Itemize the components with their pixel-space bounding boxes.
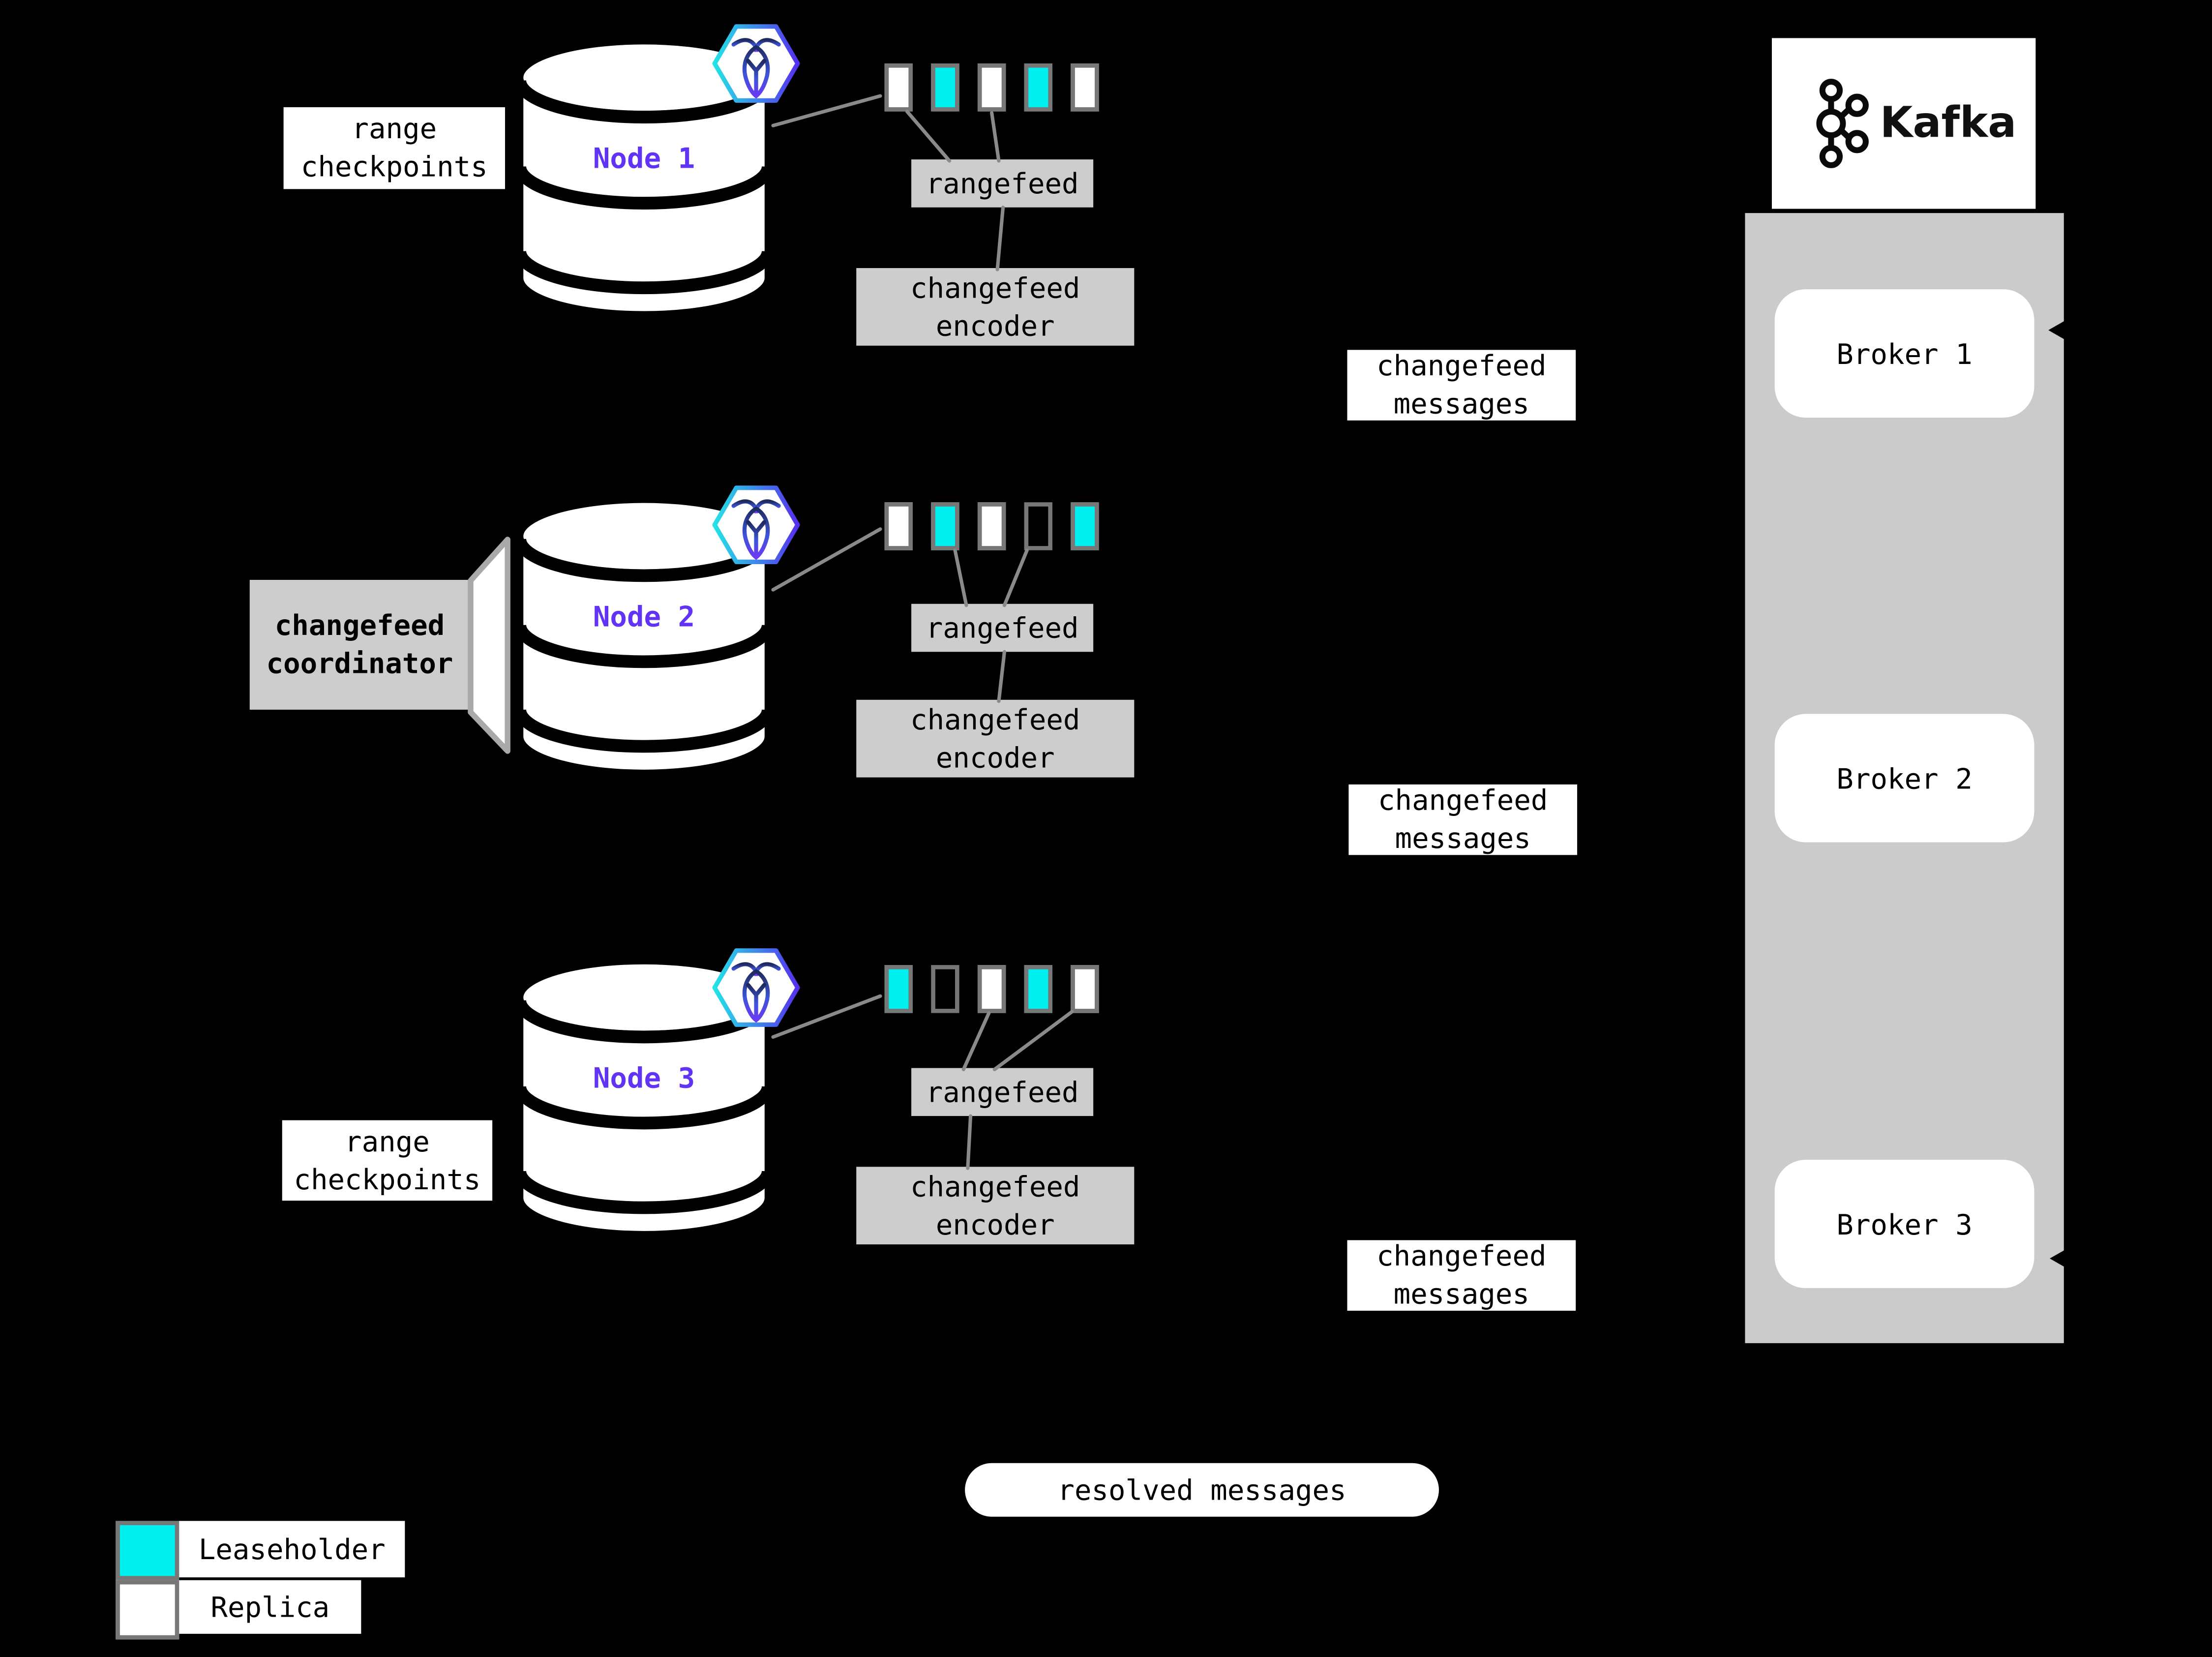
range-cell bbox=[1071, 502, 1099, 550]
range-cell bbox=[884, 63, 913, 112]
changefeed-encoder-box-node1: changefeed encoder bbox=[856, 268, 1135, 346]
legend-replica-label: Replica bbox=[179, 1580, 361, 1634]
node3-label: Node 3 bbox=[593, 1061, 695, 1095]
range-checkpoints-label-node1: range checkpoints bbox=[283, 107, 505, 189]
broker-2: Broker 2 bbox=[1774, 714, 2034, 843]
legend-leaseholder-swatch bbox=[116, 1521, 179, 1580]
changefeed-coordinator-callout: changefeed coordinator bbox=[249, 579, 470, 710]
range-cell bbox=[1024, 965, 1052, 1013]
broker-1: Broker 1 bbox=[1774, 289, 2034, 418]
range-cell bbox=[884, 502, 913, 550]
range-cell bbox=[1024, 63, 1052, 112]
range-cell bbox=[977, 502, 1006, 550]
node2-label: Node 2 bbox=[593, 600, 695, 634]
legend-replica-swatch bbox=[116, 1580, 179, 1640]
rangefeed-box-node3: rangefeed bbox=[911, 1068, 1094, 1116]
range-checkpoints-label-node3: range checkpoints bbox=[282, 1120, 493, 1201]
node1-label: Node 1 bbox=[593, 141, 695, 175]
range-cell bbox=[884, 965, 913, 1013]
range-cell bbox=[1071, 965, 1099, 1013]
kafka-logo-box: Kafka bbox=[1771, 38, 2036, 209]
cockroachdb-hexagon-icon bbox=[711, 480, 802, 570]
coordinator-callout-pointer bbox=[468, 537, 510, 754]
rangefeed-box-node2: rangefeed bbox=[911, 603, 1094, 652]
range-cell bbox=[931, 63, 959, 112]
rangefeed-box-node1: rangefeed bbox=[911, 159, 1094, 208]
changefeed-messages-label-1: changefeed messages bbox=[1347, 349, 1576, 421]
range-cell bbox=[977, 965, 1006, 1013]
broker-3: Broker 3 bbox=[1774, 1159, 2034, 1289]
cockroachdb-hexagon-icon bbox=[711, 18, 802, 109]
range-cell bbox=[1024, 502, 1052, 550]
changefeed-encoder-box-node3: changefeed encoder bbox=[856, 1167, 1135, 1245]
range-cell bbox=[931, 965, 959, 1013]
resolved-messages-label: resolved messages bbox=[965, 1463, 1439, 1517]
changefeed-encoder-box-node2: changefeed encoder bbox=[856, 699, 1135, 778]
changefeed-messages-label-3: changefeed messages bbox=[1347, 1239, 1576, 1311]
range-cell bbox=[977, 63, 1006, 112]
kafka-logo-text: Kafka bbox=[1880, 98, 2017, 149]
legend-leaseholder-label: Leaseholder bbox=[179, 1521, 405, 1578]
changefeed-messages-label-2: changefeed messages bbox=[1348, 783, 1578, 855]
range-cell bbox=[931, 502, 959, 550]
cockroachdb-hexagon-icon bbox=[711, 942, 802, 1033]
kafka-logo-icon bbox=[1791, 76, 1870, 171]
range-cell bbox=[1071, 63, 1099, 112]
